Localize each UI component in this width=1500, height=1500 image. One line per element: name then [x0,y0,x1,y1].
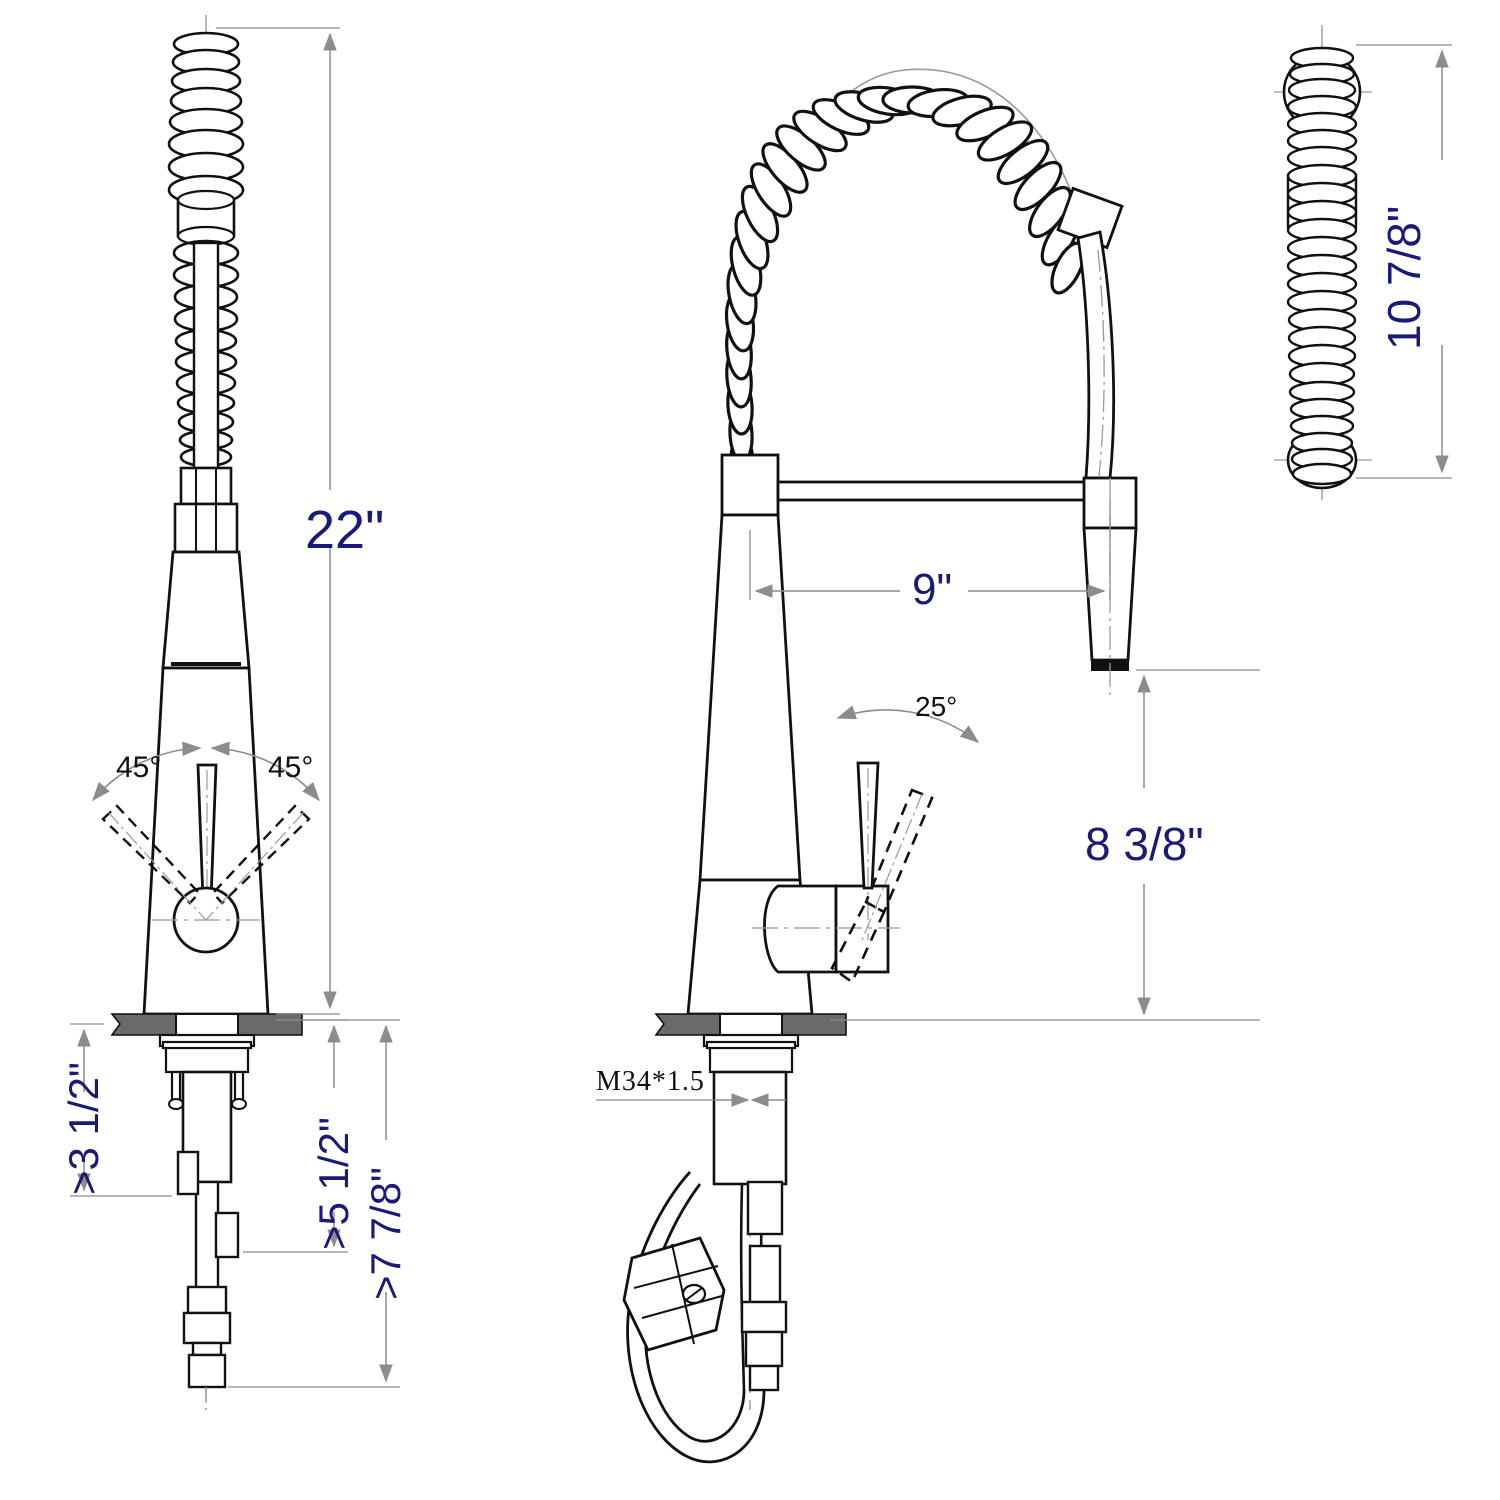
middle-quick-connect [740,1180,788,1392]
angle-arc-25 [836,705,980,743]
dim-label-spout-height: 8 3/8" [1085,818,1204,870]
dim-label-spout-reach: 9" [912,565,952,614]
angle-label-25: 25° [915,691,957,722]
dim-label-min-shank-clearance: >3 1/2" [60,1062,107,1195]
middle-hose-upper [739,1183,746,1391]
dim-spout-reach: 9" [749,500,1111,614]
angle-arc-left-45 [91,741,202,802]
dim-label-min-total-clearance: >7 7/8" [362,1167,409,1300]
dim-min-total-clearance: >7 7/8" [228,1019,409,1388]
right-coil-rings [1286,46,1358,486]
dim-label-coil-length: 10 7/8" [1378,206,1430,350]
left-mounting-hardware [158,1033,256,1104]
middle-handle-hub [763,884,890,974]
left-inner-tube [192,241,220,470]
dim-label-min-supply-clearance: >5 1/2" [310,1117,357,1250]
left-deck-plate [110,1013,303,1036]
middle-riser-collar [720,453,780,517]
left-end-fittings [182,1285,232,1389]
angle-arc-right-45 [210,741,321,802]
dim-label-overall-height: 22" [305,500,384,560]
left-neck [173,466,239,554]
middle-threaded-shank [712,1070,788,1186]
dim-spout-height: 8 3/8" [830,669,1260,1021]
left-coil-collar [176,189,236,247]
middle-handle-lifted-position [830,788,934,984]
dim-thread-spec: M34*1.5 [596,1066,786,1107]
left-fitting-b [214,1211,240,1259]
middle-coil-spring [724,85,1086,491]
middle-hose-weight [622,1236,726,1352]
left-body-upper [161,550,251,670]
right-view: 10 7/8" [1274,25,1452,500]
dim-label-thread-spec: M34*1.5 [596,1066,705,1097]
left-coil-spring-upper [167,31,245,206]
middle-hose-loop-inner [626,1171,766,1464]
dim-overall-height: 22" [216,27,384,1015]
left-fitting-a [176,1150,200,1196]
dim-min-shank-clearance: >3 1/2" [60,1023,172,1197]
dim-min-supply-clearance: >5 1/2" [243,1019,357,1253]
angle-label-right-45: 45° [268,751,313,784]
middle-view: 25° [596,68,1260,1464]
middle-deck-plate [654,1013,847,1036]
angle-label-left-45: 45° [116,751,161,784]
dim-coil-length: 10 7/8" [1356,44,1452,479]
middle-mounting-hardware [702,1033,800,1074]
left-view: 45° 45° [60,15,409,1410]
middle-hose-loop-outer [644,1183,746,1443]
middle-horizontal-arm [776,480,1090,502]
